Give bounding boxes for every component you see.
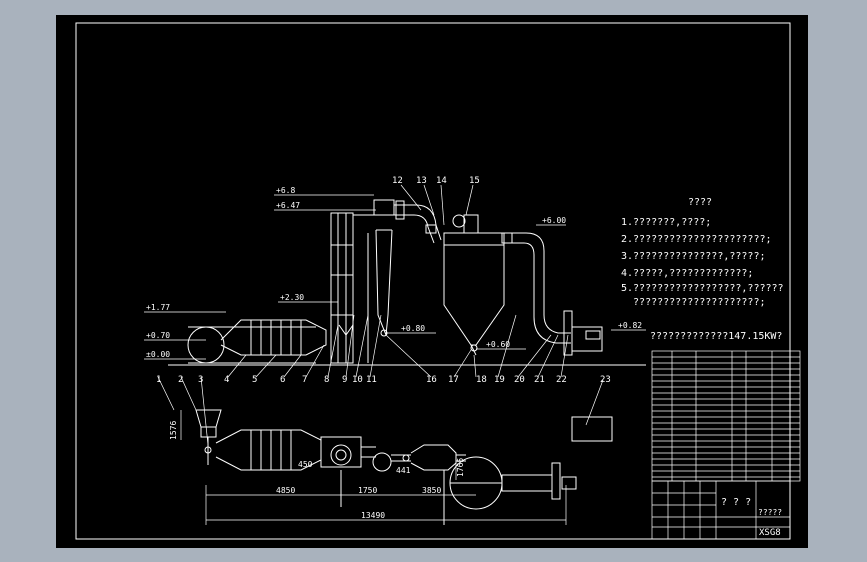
cyclone-one	[353, 199, 395, 363]
part-number: 15	[469, 176, 480, 186]
part-number: 2	[178, 375, 183, 385]
part-number: 4	[224, 375, 229, 385]
sheet-border	[75, 22, 791, 540]
part-number: 7	[302, 375, 307, 385]
duct-to-cyclone	[394, 200, 442, 244]
elev-label: +6.00	[542, 216, 566, 225]
note-line: 3.???????????????,?????;	[621, 251, 766, 262]
elev-label: ±0.00	[146, 350, 170, 359]
power-note: ?????????????147.15KW?	[650, 331, 782, 342]
elev-label: +2.30	[280, 293, 304, 302]
note-line: ?????????????????????;	[621, 297, 766, 308]
elev-label: +0.80	[401, 324, 425, 333]
title-block-name2: ?????	[758, 508, 782, 517]
dimension-label: 1576	[169, 421, 178, 440]
part-number: 18	[476, 375, 487, 385]
dimension-label: 13490	[361, 511, 385, 520]
title-block-code: XSG8	[759, 528, 781, 538]
note-line: 2.??????????????????????;	[621, 234, 772, 245]
note-line: 4.?????,?????????????;	[621, 268, 753, 279]
part-number: 5	[252, 375, 257, 385]
furnace-and-heater	[187, 319, 327, 364]
part-number: 22	[556, 375, 567, 385]
part-number: 16	[426, 375, 437, 385]
dimension-label: 3850	[422, 486, 441, 495]
return-duct	[501, 232, 603, 356]
part-number: 8	[324, 375, 329, 385]
part-number: 10	[352, 375, 363, 385]
note-line: 1.???????,????;	[621, 217, 711, 228]
elevation-leaders	[157, 184, 604, 446]
elev-label: +0.60	[486, 340, 510, 349]
drawing-sheet: +6.8 +6.47 +2.30 +1.77 +0.70 ±0.00 +0.80…	[56, 15, 808, 548]
plan-dimension-lines	[180, 410, 567, 525]
dimension-label: 450	[298, 460, 313, 469]
parts-list-table	[651, 350, 801, 482]
dimension-label: 1750	[358, 486, 377, 495]
part-number: 6	[280, 375, 285, 385]
notes-heading: ????	[688, 197, 712, 208]
note-line: 5.??????????????????,??????	[621, 283, 784, 294]
part-number: 17	[448, 375, 459, 385]
title-block-name: ? ? ?	[721, 497, 751, 508]
dimension-label: 1765	[456, 458, 465, 477]
part-number: 12	[392, 176, 403, 186]
dryer-tower	[330, 212, 354, 364]
part-number: 19	[494, 375, 505, 385]
part-number: 14	[436, 176, 447, 186]
part-number: 11	[366, 375, 377, 385]
process-flow-drawing: +6.8 +6.47 +2.30 +1.77 +0.70 ±0.00 +0.80…	[75, 22, 801, 540]
part-number: 13	[416, 176, 427, 186]
elev-label: +6.8	[276, 186, 295, 195]
elev-label: +0.70	[146, 331, 170, 340]
title-block	[651, 480, 791, 540]
part-number: 1	[156, 375, 161, 385]
dimension-label: 441	[396, 466, 411, 475]
part-number: 3	[198, 375, 203, 385]
dimension-label: 4850	[276, 486, 295, 495]
part-number: 9	[342, 375, 347, 385]
part-number: 21	[534, 375, 545, 385]
elev-label: +6.47	[276, 201, 300, 210]
elev-label: +0.82	[618, 321, 642, 330]
part-number: 23	[600, 375, 611, 385]
part-number: 20	[514, 375, 525, 385]
elev-label: +1.77	[146, 303, 170, 312]
elevation-lines	[144, 194, 646, 360]
cyclone-two	[443, 214, 505, 356]
